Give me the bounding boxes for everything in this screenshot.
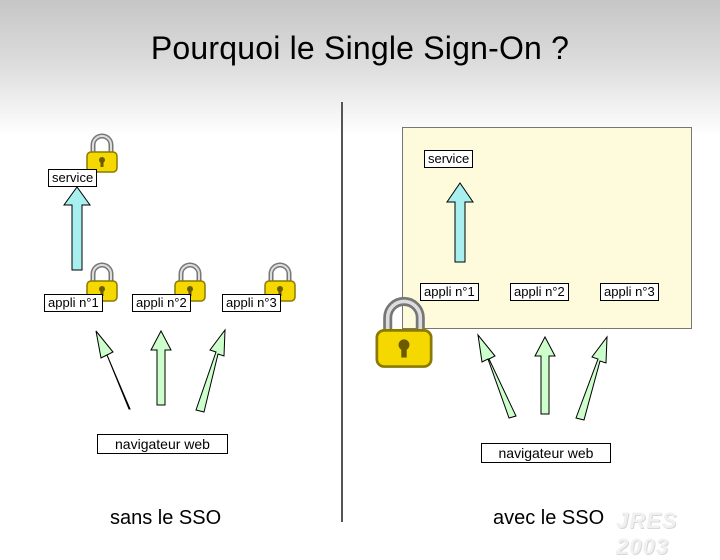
- caption-right: avec le SSO: [493, 507, 605, 529]
- app-label-right-2: appli n°2: [510, 283, 569, 301]
- arrows-layer: [63, 182, 608, 421]
- service-label-right: service: [424, 150, 474, 168]
- page-title: Pourquoi le Single Sign-On ?: [150, 30, 570, 66]
- lock-icon: [86, 133, 118, 173]
- arrow-browser-to-app1-right: [477, 333, 517, 419]
- arrow-browser-to-app2-right: [534, 335, 556, 415]
- app-label-right-3: appli n°3: [600, 283, 659, 301]
- arrow-browser-to-app3-right: [575, 335, 608, 421]
- lock-icon: [264, 262, 296, 302]
- arrow-app1-to-service-left: [63, 186, 91, 271]
- app-label-left-1: appli n°1: [44, 294, 103, 312]
- arrow-browser-to-app1-left: [95, 330, 131, 410]
- app-label-right-1: appli n°1: [420, 283, 479, 301]
- lock-icon: [174, 262, 206, 302]
- app-label-left-2: appli n°2: [132, 294, 191, 312]
- header-band: [0, 0, 720, 135]
- arrow-browser-to-app3-left: [195, 328, 226, 413]
- caption-left: sans le SSO: [110, 507, 222, 529]
- watermark-logo: JRES 2003: [616, 508, 678, 559]
- arrow-browser-to-app2-left: [150, 329, 172, 406]
- browser-box-left: navigateur web: [97, 434, 228, 454]
- browser-box-right: navigateur web: [481, 443, 611, 463]
- arrow-app1-to-service-right: [446, 182, 474, 263]
- lock-icon-large: [375, 296, 433, 368]
- divider-line: [341, 102, 343, 522]
- app-label-left-3: appli n°3: [222, 294, 281, 312]
- service-label-left: service: [48, 169, 98, 187]
